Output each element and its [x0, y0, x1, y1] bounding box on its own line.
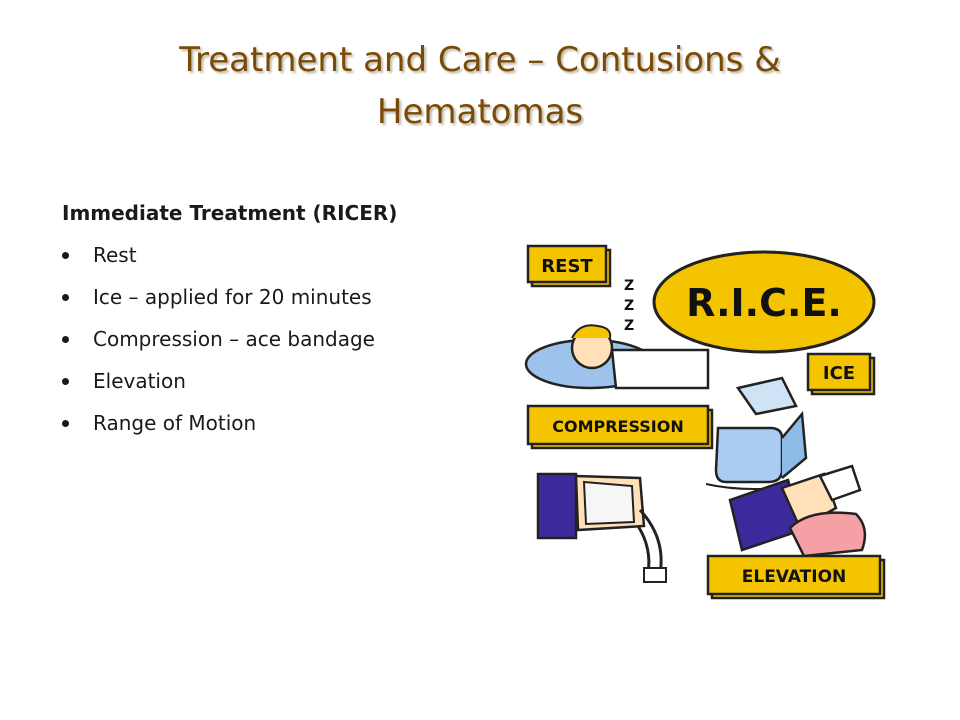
- bullet-text: Ice – applied for 20 minutes: [93, 285, 372, 309]
- compression-sign: COMPRESSION: [526, 404, 714, 450]
- bullet-text: Range of Motion: [93, 411, 257, 435]
- elevated-leg-icon: [728, 464, 867, 558]
- svg-text:Z: Z: [624, 318, 634, 334]
- elevation-label: ELEVATION: [742, 567, 847, 587]
- svg-text:Z: Z: [624, 298, 634, 314]
- sleeping-person-icon: [524, 324, 710, 390]
- rest-sign: REST: [526, 244, 612, 288]
- bullet-text: Compression – ace bandage: [93, 327, 375, 351]
- bullet-dot-icon: [62, 252, 69, 259]
- bullet-item: Rest: [62, 242, 482, 268]
- title-line-2: Hematomas: [376, 92, 584, 132]
- bullet-item: Ice – applied for 20 minutes: [62, 284, 482, 310]
- slide-title: Treatment and Care – Contusions & Hemato…: [60, 34, 900, 138]
- bullet-dot-icon: [62, 294, 69, 301]
- ice-sign: ICE: [806, 352, 876, 396]
- bullet-dot-icon: [62, 336, 69, 343]
- rice-oval: R.I.C.E.: [652, 250, 876, 354]
- bullet-text: Rest: [93, 243, 137, 267]
- elevation-sign: ELEVATION: [706, 554, 886, 600]
- content-area: Immediate Treatment (RICER) Rest Ice – a…: [62, 200, 482, 452]
- bullet-item: Elevation: [62, 368, 482, 394]
- bullet-dot-icon: [62, 420, 69, 427]
- rice-clipart: REST Z Z Z R.I.C.E. ICE COMPRESSION: [524, 244, 886, 600]
- sleep-z-icons: Z Z Z: [624, 278, 634, 334]
- bullet-dot-icon: [62, 378, 69, 385]
- title-line-1: Treatment and Care – Contusions &: [179, 40, 781, 80]
- bullet-list: Rest Ice – applied for 20 minutes Compre…: [62, 242, 482, 436]
- rest-label: REST: [541, 256, 593, 277]
- bullet-text: Elevation: [93, 369, 186, 393]
- bandaged-leg-icon: [536, 472, 667, 583]
- ice-label: ICE: [823, 363, 855, 384]
- svg-text:Z: Z: [624, 278, 634, 294]
- rice-label: R.I.C.E.: [686, 281, 842, 325]
- compression-label: COMPRESSION: [552, 417, 684, 436]
- subheading: Immediate Treatment (RICER): [62, 201, 398, 225]
- bullet-item: Range of Motion: [62, 410, 482, 436]
- bullet-item: Compression – ace bandage: [62, 326, 482, 352]
- ice-cube-icon: [705, 376, 811, 490]
